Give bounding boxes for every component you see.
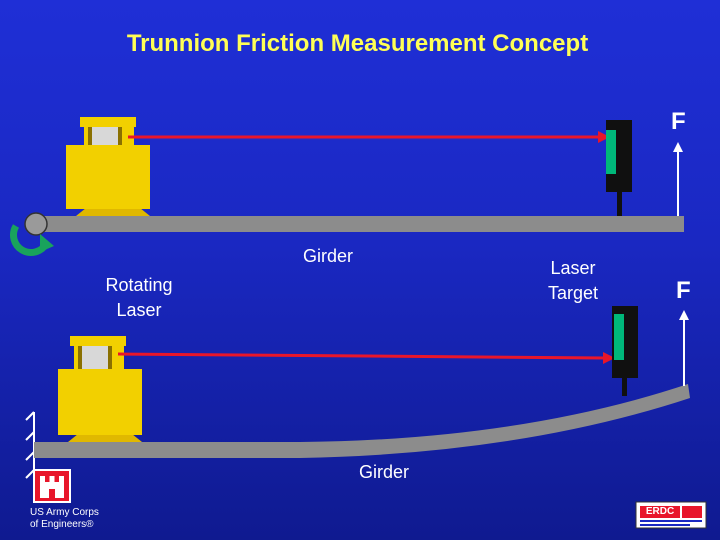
slide-title: Trunnion Friction Measurement Concept <box>126 30 589 57</box>
bottom-scene <box>25 306 690 479</box>
laser-target-bottom <box>612 306 638 396</box>
rotating-laser-top <box>66 117 150 216</box>
rotation-arrow-icon <box>10 224 54 256</box>
laser-target-label: Laser Target <box>528 256 618 306</box>
rotating-laser-label: Rotating Laser <box>84 273 194 323</box>
top-scene <box>10 117 684 256</box>
girder-bottom <box>34 384 690 458</box>
girder-label-bottom: Girder <box>358 462 409 482</box>
erdc-logo-text: ERDC <box>645 506 675 517</box>
trunnion-pivot <box>24 212 48 236</box>
erdc-logo <box>635 501 707 529</box>
force-arrow-top <box>673 142 683 216</box>
force-label-bottom: F <box>676 277 691 304</box>
laser-beam-bottom <box>117 352 615 364</box>
corps-castle-logo <box>33 469 71 503</box>
rotating-laser-bottom <box>58 336 142 442</box>
girder-label-top: Girder <box>302 246 353 266</box>
corps-caption: US Army Corps of Engineers® <box>30 507 99 531</box>
fixed-support-hatch <box>25 411 35 479</box>
rotating-laser-label-line2: Laser <box>116 300 162 320</box>
laser-target-top <box>606 120 632 216</box>
corps-caption-line1: US Army Corps <box>30 507 99 518</box>
rotating-laser-label-line1: Rotating <box>105 275 173 295</box>
force-label-top: F <box>671 108 686 135</box>
corps-caption-line2: of Engineers® <box>30 519 94 530</box>
laser-target-label-line1: Laser <box>550 258 596 278</box>
laser-beam-top <box>128 131 610 143</box>
laser-target-label-line2: Target <box>547 283 599 303</box>
force-arrow-bottom <box>679 310 689 386</box>
girder-top <box>44 216 684 232</box>
